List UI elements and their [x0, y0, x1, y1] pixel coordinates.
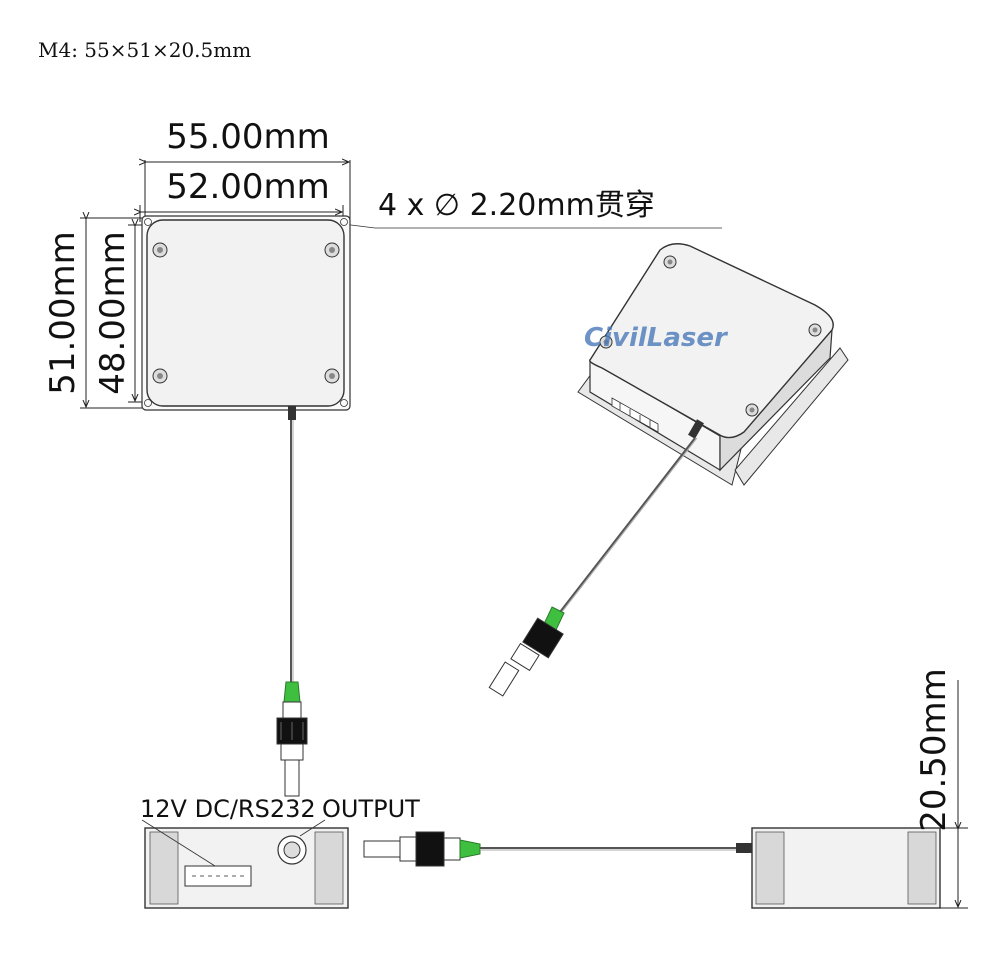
dim-width-inner: 52.00mm [166, 167, 330, 207]
dim-height-inner: 48.00mm [93, 231, 133, 395]
isometric-view: CivilLaser [488, 243, 849, 697]
front-view: 12V DC/RS232 OUTPUT [140, 795, 420, 909]
page-title: M4: 55×51×20.5mm [38, 38, 252, 62]
dim-width-outer: 55.00mm [166, 117, 330, 157]
side-view: 20.50mm [363, 668, 968, 909]
label-output: OUTPUT [322, 795, 420, 823]
dim-holes: 4 x ∅ 2.20mm贯穿 [378, 188, 655, 223]
top-view: 55.00mm 52.00mm 4 x ∅ 2.20mm贯穿 51.00mm 4… [43, 117, 722, 797]
label-connector: 12V DC/RS232 [140, 795, 316, 823]
watermark-logo: CivilLaser [584, 323, 729, 353]
dim-height-outer: 51.00mm [43, 231, 83, 395]
dim-thickness: 20.50mm [914, 668, 954, 832]
